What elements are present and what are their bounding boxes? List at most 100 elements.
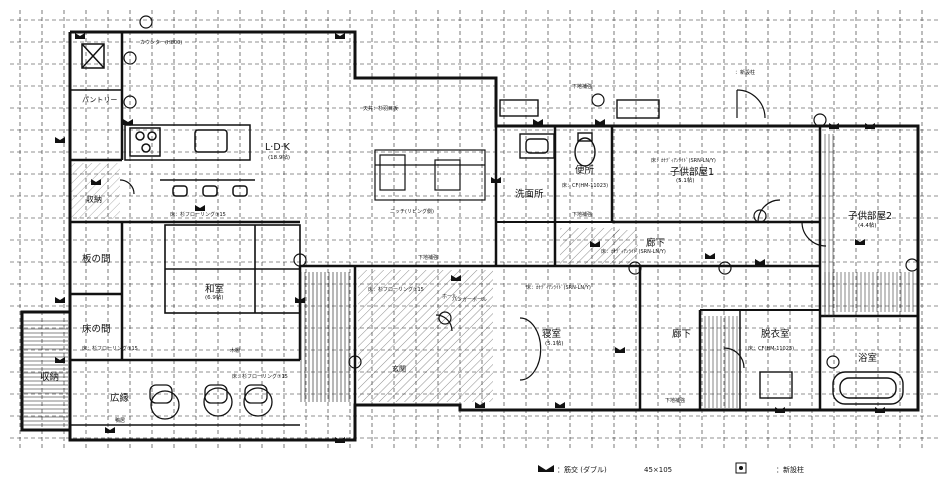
brace-marker [475, 402, 485, 408]
room-labels: L·D·K (18.9帖) パントリー 収納 板の間 和室 (6.9帖) 床の間… [40, 96, 892, 404]
room-itanoma: 板の間 [82, 253, 111, 265]
brace-marker [451, 275, 461, 281]
room-bath: 浴室 [858, 352, 877, 364]
column-circle [753, 209, 767, 223]
washitsu-tatami [164, 224, 301, 314]
column-circle [123, 95, 137, 109]
brace-marker [590, 241, 600, 247]
note-hall: ホール [442, 294, 457, 300]
walls [20, 30, 920, 442]
brace-marker [335, 437, 345, 443]
column-circle [826, 355, 840, 369]
room-hiroen: 広縁 [110, 392, 130, 404]
legend-column-label: ：新設柱 [776, 465, 804, 474]
room-genkan: 玄関 [392, 364, 406, 373]
note-floor-engawa: 床：杉フローリング⑦15 [232, 373, 288, 380]
note-new-column-top: ：新設柱 [735, 69, 755, 76]
hatch-areas [22, 134, 916, 428]
brace-marker [335, 33, 345, 39]
brace-marker [55, 297, 65, 303]
room-ldk-area: (18.9帖) [268, 153, 290, 161]
room-bedroom-area: (5.1帖) [545, 339, 564, 347]
brace-marker [829, 123, 839, 129]
note-kamoi: 鴨居 [115, 417, 125, 424]
brace-marker [775, 407, 785, 413]
room-washitsu: 和室 [205, 283, 224, 295]
room-benjo: 便所 [575, 164, 595, 176]
room-dressing: 脱衣室 [761, 328, 790, 340]
room-bedroom: 寝室 [542, 328, 561, 340]
brace-marker [595, 119, 605, 125]
new-columns [123, 15, 919, 369]
note-floor-kitchen: 床：杉フローリング⑦15 [170, 211, 226, 218]
room-corridor-upper: 廊下 [646, 237, 665, 249]
note-hanger-pole: ハンガーポール [452, 296, 487, 303]
room-kodomo1: 子供部屋1 [670, 166, 714, 178]
brace-marker [195, 205, 205, 211]
room-kodomo2: 子供部屋2 [848, 210, 892, 222]
note-hosoku-3: 下地補強 [572, 83, 592, 90]
note-kibako: 木棚 [230, 347, 240, 354]
column-circle [628, 261, 642, 275]
note-hosoku-4: 下地補強 [665, 397, 685, 404]
room-pantry: パントリー [82, 96, 117, 104]
brace-marker [105, 427, 115, 433]
brace-marker [491, 177, 501, 183]
column-circle [123, 51, 137, 65]
column-circle [591, 93, 605, 107]
column-circle [293, 253, 307, 267]
note-hosoku-1: 下地補強 [418, 254, 438, 261]
brace-marker [855, 239, 865, 245]
brace-marker [533, 119, 543, 125]
note-floor-bed: 床：ｶﾅﾃﾞｨｱﾝﾗｲﾄﾞ(SRN-LN/Y) [526, 284, 591, 291]
note-floor-toilet: 床：CF(HM-11023) [562, 182, 608, 189]
column-circle [718, 261, 732, 275]
note-floor-tokonoma: 床：杉フローリング⑦15 [82, 345, 138, 352]
room-tokonoma: 床の間 [82, 323, 111, 335]
room-storage-sw: 収納 [40, 371, 59, 383]
living-furniture [374, 149, 486, 201]
engawa-furniture [149, 384, 273, 420]
brace-marker [555, 402, 565, 408]
legend: ：筋交 (ダブル) 45×105 ：新設柱 [538, 462, 804, 474]
note-hosoku-2: 下地補強 [572, 211, 592, 218]
brace-legend-symbol [538, 465, 554, 472]
column-circle [348, 355, 362, 369]
note-niche: ニッチ(リビング側) [390, 208, 434, 215]
annotations: 天井：杉羽目板 床：杉フローリング⑦15 床：杉フローリング⑦15 床：杉フロー… [82, 39, 794, 424]
brace-marker [755, 259, 765, 265]
column-legend-symbol [735, 462, 747, 474]
room-ldk: L·D·K [265, 142, 291, 153]
note-floor-kids: 床：ｶﾅﾃﾞｨｱﾝﾗｲﾄﾞ(SRN-LN/Y) [651, 157, 716, 164]
column-circle [139, 15, 153, 29]
note-floor-corridor: 床：ｶﾅﾃﾞｨｱﾝﾗｲﾄﾞ(SRN-LN/Y) [601, 248, 666, 255]
room-corridor-lower: 廊下 [672, 328, 691, 340]
room-kodomo2-area: (4.4帖) [858, 221, 877, 229]
door-swings [119, 89, 827, 381]
brace-marker [705, 253, 715, 259]
brace-marker [295, 297, 305, 303]
room-storage-west: 収納 [86, 194, 102, 204]
column-circle [905, 258, 919, 272]
brace-marker [865, 123, 875, 129]
legend-brace-size: 45×105 [644, 466, 672, 474]
plumbing-fixtures [499, 99, 904, 405]
brace-markers [55, 33, 885, 443]
kitchen-fixtures [81, 43, 255, 197]
brace-marker [123, 119, 133, 125]
brace-marker [875, 407, 885, 413]
brace-marker [55, 137, 65, 143]
room-kodomo1-area: (5.1帖) [676, 176, 695, 184]
brace-marker [75, 33, 85, 39]
room-washitsu-area: (6.9帖) [205, 293, 224, 301]
brace-marker [91, 179, 101, 185]
brace-marker [615, 347, 625, 353]
legend-brace-label: ：筋交 (ダブル) [557, 465, 607, 474]
room-senmenjo: 洗面所 [515, 188, 544, 200]
column-circle [438, 311, 452, 325]
column-circle [813, 113, 827, 127]
brace-marker [55, 357, 65, 363]
note-counter: カウンター(H800) [140, 39, 182, 46]
note-floor-dining: 床：杉フローリング⑦15 [368, 286, 424, 293]
